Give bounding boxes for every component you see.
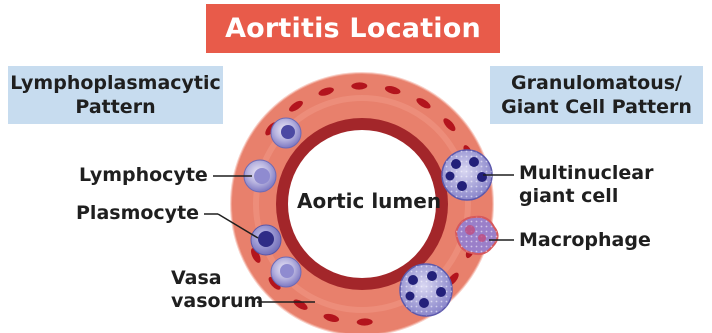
macrophage-label: Macrophage xyxy=(519,229,651,252)
giant-cell-label-line1: Multinuclear xyxy=(519,162,653,185)
vasa-label-line1: Vasa xyxy=(171,267,222,290)
multinuclear-giant-cell xyxy=(400,264,452,316)
macrophage-cell xyxy=(456,217,498,254)
plasmocyte-cell xyxy=(251,225,281,255)
giant-cell-label-line2: giant cell xyxy=(519,185,618,208)
lymphocyte-cell xyxy=(271,257,301,287)
plasmocyte-label: Plasmocyte xyxy=(76,202,199,225)
lymphocyte-label: Lymphocyte xyxy=(79,164,208,187)
aortic-lumen-label: Aortic lumen xyxy=(297,190,441,213)
lymphocyte-cell xyxy=(271,118,301,148)
vasa-label-line2: vasorum xyxy=(171,290,263,313)
